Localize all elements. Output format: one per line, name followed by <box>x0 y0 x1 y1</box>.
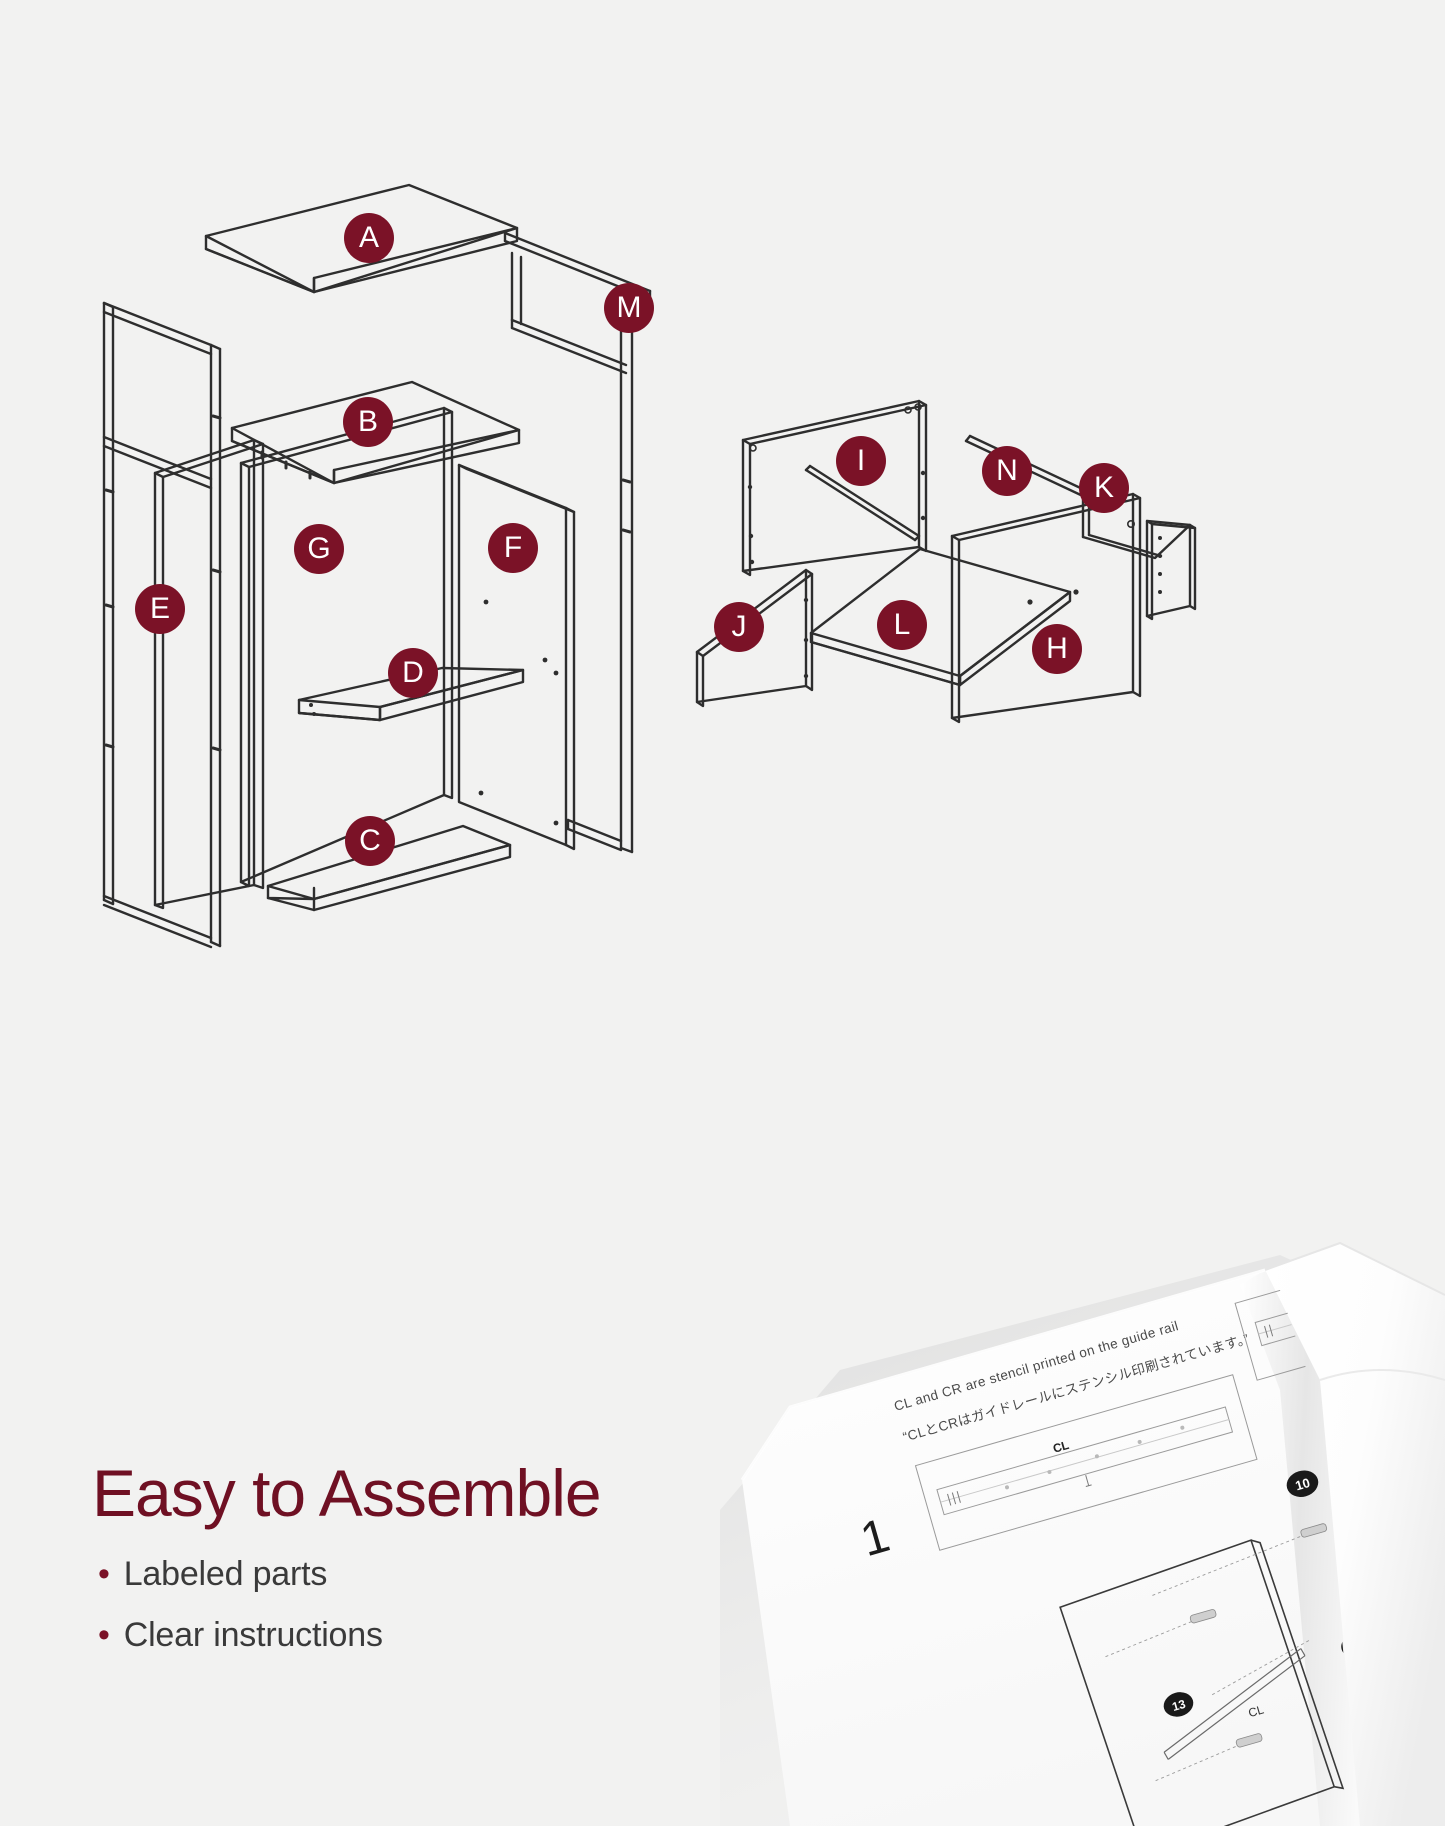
part-A-top-panel <box>204 183 519 294</box>
callout-badge-M: M <box>604 283 654 333</box>
bullet-item-clear-instructions: • Clear instructions <box>98 1616 792 1655</box>
callout-badge-B: B <box>343 397 393 447</box>
manual-panel-rail-mark-cl: CL <box>1247 1702 1266 1720</box>
part-K-right-guide-rail <box>1081 483 1197 621</box>
manual-rail-mark-cl: CL <box>1051 1438 1070 1456</box>
callout-label-I: I <box>856 444 866 477</box>
callout-label-A: A <box>358 221 379 254</box>
part-J-drawer-side <box>695 568 814 708</box>
callout-label-D: D <box>402 656 424 689</box>
callout-label-F: F <box>503 531 523 564</box>
callout-label-H: H <box>1046 632 1068 665</box>
callout-badge-H: H <box>1032 624 1082 674</box>
callout-label-M: M <box>616 291 642 324</box>
part-M-vertical-post <box>503 231 652 854</box>
svg-text:10: 10 <box>1294 1475 1312 1493</box>
callout-badge-E: E <box>135 584 185 634</box>
callout-badge-I: I <box>836 436 886 486</box>
part-L-drawer-bottom <box>809 547 1072 687</box>
part-E-left-frame <box>102 301 222 949</box>
callout-badge-J: J <box>714 602 764 652</box>
callout-badge-L: L <box>877 600 927 650</box>
callout-label-K: K <box>1093 471 1114 504</box>
callout-label-G: G <box>307 532 331 565</box>
callout-label-J: J <box>731 610 747 643</box>
callout-badge-D: D <box>388 648 438 698</box>
callout-label-L: L <box>893 608 911 641</box>
callout-label-N: N <box>996 454 1018 487</box>
svg-text:13: 13 <box>1170 1697 1187 1714</box>
marketing-copy-block: Easy to Assemble • Labeled parts • Clear… <box>92 1455 792 1677</box>
callout-label-B: B <box>357 405 378 438</box>
part-F-right-panel <box>457 463 576 851</box>
part-C-bottom-panel <box>266 824 512 912</box>
manual-photo-svg: 1 CL and CR are stencil printed on the g… <box>720 1241 1445 1826</box>
callout-label-C: C <box>359 824 381 857</box>
manual-photo: 1 CL and CR are stencil printed on the g… <box>720 1080 1445 1826</box>
callout-badge-N: N <box>982 446 1032 496</box>
bullet-text: Labeled parts <box>123 1555 328 1593</box>
callout-label-E: E <box>149 592 170 625</box>
callout-badge-G: G <box>294 524 344 574</box>
bullet-marker-icon: • <box>98 1616 110 1654</box>
exploded-assembly-diagram <box>102 183 1197 949</box>
callout-badge-F: F <box>488 523 538 573</box>
callout-badge-A: A <box>344 213 394 263</box>
bullet-text: Clear instructions <box>123 1616 383 1654</box>
headline: Easy to Assemble <box>92 1456 602 1530</box>
part-H-drawer-front <box>950 492 1142 724</box>
part-I-drawer-back <box>741 399 928 577</box>
bullet-marker-icon: • <box>98 1555 110 1593</box>
bullet-item-labeled-parts: • Labeled parts <box>98 1555 792 1594</box>
callout-badge-C: C <box>345 816 395 866</box>
part-E-left-board <box>153 438 265 910</box>
callout-badge-K: K <box>1079 463 1129 513</box>
